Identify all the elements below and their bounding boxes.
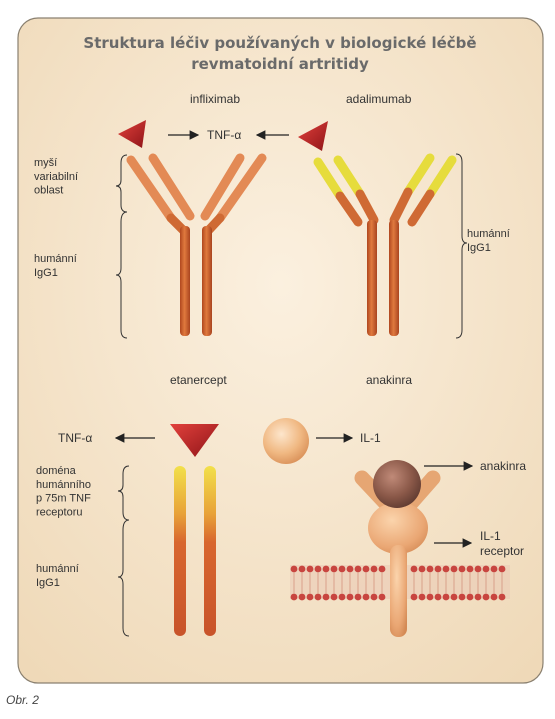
lipid-head <box>442 593 450 601</box>
infliximab-tnf-triangle <box>118 120 146 148</box>
etanercept-tnf-label: TNF-α <box>58 431 92 445</box>
lipid-head <box>362 593 370 601</box>
adalimumab-antibody <box>313 153 457 336</box>
lipid-head <box>354 565 362 573</box>
brace-human-igg1-bottom <box>117 519 130 637</box>
lipid-head <box>418 593 426 601</box>
lipid-head <box>370 565 378 573</box>
lipid-head <box>474 565 482 573</box>
lipid-head <box>370 593 378 601</box>
lipid-head <box>330 593 338 601</box>
brace-domain <box>117 465 130 521</box>
lipid-head <box>298 565 306 573</box>
adalimumab-name: adalimumab <box>346 92 412 106</box>
figure-title-line1: Struktura léčiv používaných v biologické… <box>83 34 476 52</box>
lipid-head <box>426 565 434 573</box>
lipid-head <box>410 565 418 573</box>
lipid-head <box>346 565 354 573</box>
lipid-head <box>314 565 322 573</box>
lipid-head <box>466 565 474 573</box>
lipid-head <box>458 565 466 573</box>
lipid-head <box>410 593 418 601</box>
lipid-head <box>434 593 442 601</box>
lipid-head <box>442 565 450 573</box>
lipid-head <box>306 565 314 573</box>
lipid-head <box>490 593 498 601</box>
anakinra-label: anakinra <box>480 459 526 473</box>
figure-title-line2: revmatoidní artritidy <box>191 55 369 73</box>
membrane-heads-top <box>290 565 506 583</box>
lipid-head <box>338 565 346 573</box>
lipid-head <box>306 593 314 601</box>
lipid-head <box>362 565 370 573</box>
il1-ball <box>263 418 309 464</box>
il1-receptor <box>354 470 441 637</box>
lipid-head <box>322 593 330 601</box>
lipid-head <box>290 565 298 573</box>
brace-mouse-variable <box>115 154 128 213</box>
etanercept-name: etanercept <box>170 373 227 387</box>
infliximab-antibody <box>126 153 267 336</box>
lipid-head <box>498 565 506 573</box>
lipid-head <box>498 593 506 601</box>
anakinra-ball <box>373 460 421 508</box>
lipid-head <box>418 565 426 573</box>
lipid-head <box>290 593 298 601</box>
lipid-head <box>434 565 442 573</box>
lipid-head <box>450 593 458 601</box>
lipid-head <box>354 593 362 601</box>
figure-caption: Obr. 2 <box>6 693 39 707</box>
lipid-head <box>346 593 354 601</box>
brace-human-igg1-right <box>455 153 468 339</box>
lipid-head <box>474 593 482 601</box>
lipid-head <box>378 565 386 573</box>
lipid-head <box>338 593 346 601</box>
etanercept-chain-left <box>174 466 186 636</box>
membrane-heads-bottom <box>290 583 506 601</box>
adalimumab-tnf-triangle <box>298 121 328 151</box>
etanercept-tnf-triangle <box>170 424 219 457</box>
lipid-head <box>330 565 338 573</box>
lipid-head <box>314 593 322 601</box>
il1-label: IL-1 <box>360 431 381 445</box>
lipid-head <box>466 593 474 601</box>
brace-human-igg1-left <box>115 211 128 339</box>
tnf-top-label: TNF-α <box>207 128 241 142</box>
cell-membrane <box>290 565 510 601</box>
lipid-head <box>450 565 458 573</box>
lipid-head <box>458 593 466 601</box>
lipid-head <box>298 593 306 601</box>
lipid-head <box>490 565 498 573</box>
etanercept-chain-right <box>204 466 216 636</box>
lipid-head <box>378 593 386 601</box>
lipid-head <box>322 565 330 573</box>
lipid-head <box>482 565 490 573</box>
anakinra-panel-name: anakinra <box>366 373 412 387</box>
lipid-head <box>482 593 490 601</box>
infliximab-name: infliximab <box>190 92 240 106</box>
lipid-head <box>426 593 434 601</box>
